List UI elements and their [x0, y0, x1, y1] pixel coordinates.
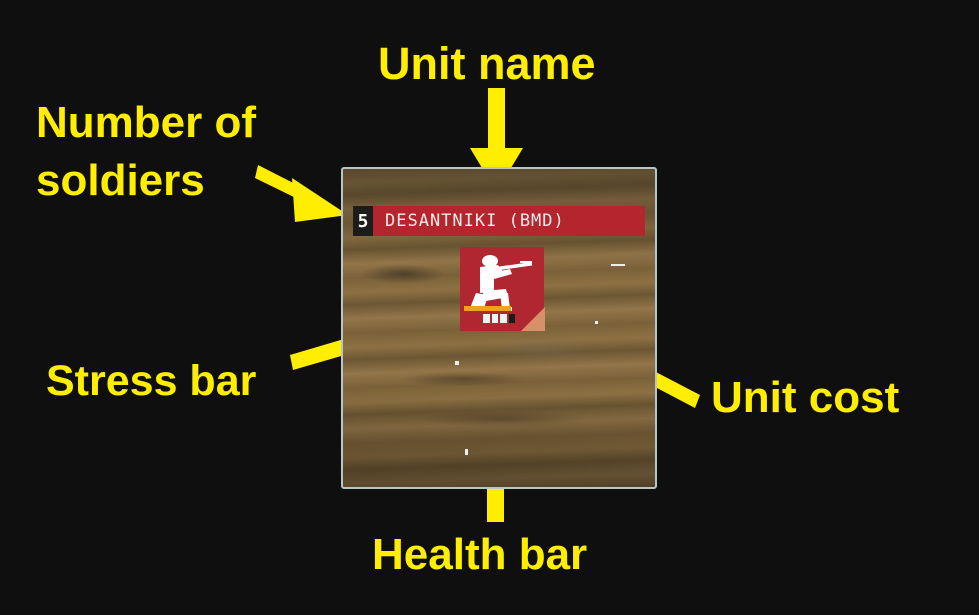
soldiers-arrow	[255, 165, 348, 222]
health-bar-label: Health bar	[372, 530, 588, 579]
number-of-soldiers-label-line1: Number of	[36, 98, 256, 147]
number-of-soldiers-label-line2: soldiers	[36, 156, 205, 205]
terrain-speck	[455, 361, 459, 365]
health-segment	[500, 314, 507, 323]
health-segment	[491, 314, 498, 323]
stress-bar-label: Stress bar	[46, 357, 257, 405]
unit-name-label: Unit name	[378, 38, 596, 89]
terrain-speck	[595, 321, 598, 324]
health-bar	[483, 314, 515, 323]
stress-bar	[464, 306, 511, 311]
unit-card[interactable]: 5 DESANTNIKI (BMD)	[341, 167, 657, 489]
health-segment	[483, 314, 490, 323]
unit-cost-label: Unit cost	[711, 373, 900, 422]
soldier-count: 5	[353, 206, 373, 236]
health-segment	[508, 314, 515, 323]
terrain-speck	[611, 264, 625, 266]
unit-name-banner: DESANTNIKI (BMD)	[373, 206, 645, 236]
unit-cost-marker	[521, 307, 545, 331]
terrain-speck	[465, 449, 468, 455]
kneeling-rifleman-icon	[470, 255, 533, 311]
